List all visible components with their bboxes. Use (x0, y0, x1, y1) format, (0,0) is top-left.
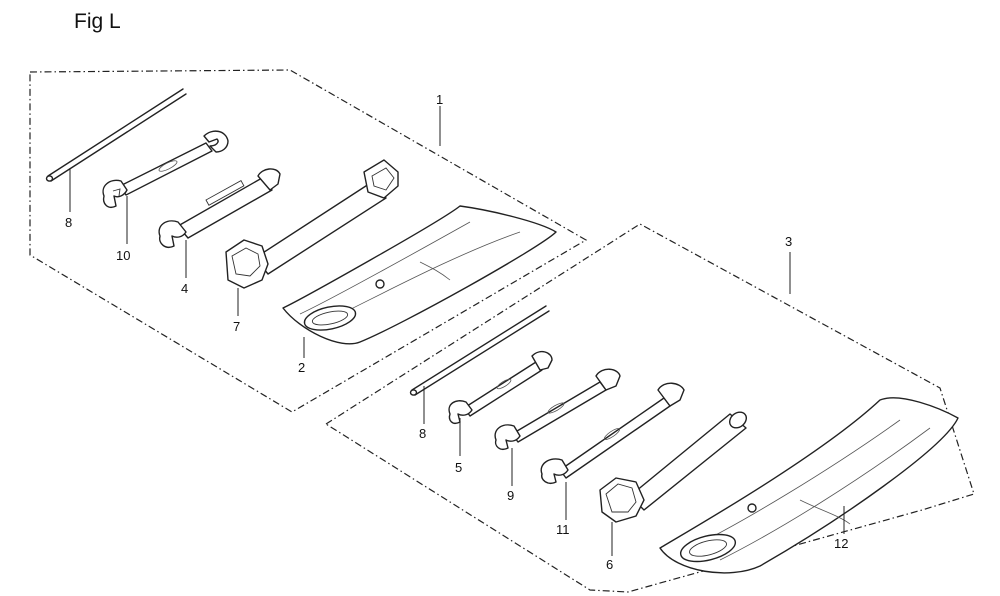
wrench-9 (494, 368, 621, 486)
box-spanner-7 (225, 159, 399, 316)
wrench-11 (540, 382, 685, 520)
callout-8-lower: 8 (419, 426, 426, 441)
callout-6: 6 (606, 557, 613, 572)
callout-12: 12 (834, 536, 848, 551)
figure-title: Fig L (74, 10, 121, 33)
wrench-10 (102, 130, 229, 244)
callout-4: 4 (181, 281, 188, 296)
tool-kit-1-frame (29, 69, 588, 413)
callout-9: 9 (507, 488, 514, 503)
callout-3: 3 (785, 234, 792, 249)
callout-5: 5 (455, 460, 462, 475)
box-spanner-6 (599, 411, 747, 556)
callout-7: 7 (233, 319, 240, 334)
callout-11: 11 (556, 522, 570, 537)
callout-1: 1 (436, 92, 443, 107)
callout-10: 10 (116, 248, 130, 263)
callout-8-upper: 8 (65, 215, 72, 230)
rod-upper (45, 88, 187, 212)
tool-bag-12 (659, 397, 959, 574)
wrench-5 (448, 350, 553, 456)
tool-bag-2 (282, 205, 557, 358)
callout-2: 2 (298, 360, 305, 375)
wrench-4 (158, 168, 281, 278)
rod-lower (409, 305, 550, 424)
